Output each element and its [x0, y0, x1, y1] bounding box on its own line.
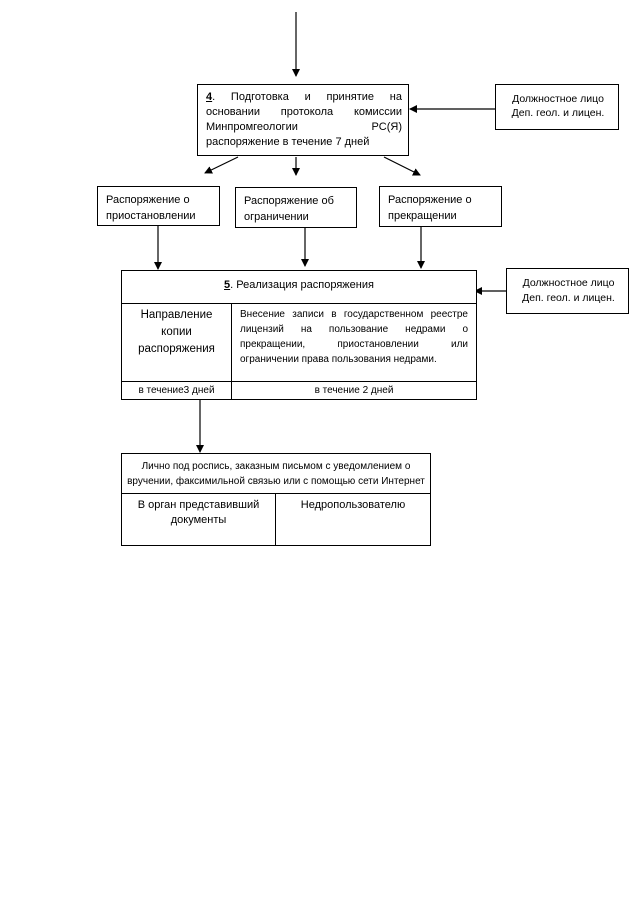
step5-right-line4: ограничении права пользования недрами.: [240, 354, 437, 365]
arrow-step4-to-suspension: [204, 156, 239, 174]
official-top-box: Должностное лицо Деп. геол. и лицен.: [495, 84, 619, 130]
delivery-right: Недропользователю: [300, 499, 406, 511]
step5-right-line3: прекращении, приостановлении или: [240, 339, 468, 350]
arrow-step4-to-termination: [383, 156, 421, 176]
step5-number: 5: [224, 279, 231, 291]
official-top-line2: Деп. геол. и лицен.: [511, 107, 605, 119]
step5-left-line2: копии: [161, 326, 192, 338]
order-termination-box: Распоряжение о прекращении: [379, 186, 502, 227]
order-restriction-box: Распоряжение об ограничении: [235, 187, 357, 228]
official-mid-box: Должностное лицо Деп. геол. и лицен.: [506, 268, 629, 314]
delivery-divider-vertical: [275, 493, 276, 545]
order-suspension-box: Распоряжение о приостановлении: [97, 186, 220, 226]
step4-line2: основании протокола комиссии: [206, 106, 402, 118]
order-suspension-line2: приостановлении: [106, 210, 196, 222]
delivery-left-line1: В орган представивший: [137, 499, 260, 511]
step4-line3: Минпромгеологии РС(Я): [206, 121, 402, 133]
step5-title-text: . Реализация распоряжения: [230, 279, 374, 291]
official-mid-line1: Должностное лицо: [522, 277, 615, 289]
step5-left-line3: распоряжения: [138, 343, 215, 355]
step4-box: 4. Подготовка и принятие на основании пр…: [197, 84, 409, 156]
official-top-line1: Должностное лицо: [512, 93, 604, 105]
step4-number: 4: [206, 91, 213, 103]
order-restriction-line1: Распоряжение об: [244, 195, 334, 207]
step5-divider-top: [122, 303, 476, 304]
delivery-table: Лично под роспись, заказным письмом с ув…: [121, 453, 431, 546]
delivery-left-line2: документы: [170, 514, 227, 526]
delivery-line1: Лично под роспись, заказным письмом с ув…: [141, 461, 411, 472]
step4-line4: распоряжение в течение 7 дней: [206, 136, 370, 148]
step5-left-term: в течение3 дней: [138, 385, 215, 396]
step5-right-line1: Внесение записи в государственном реестр…: [240, 309, 468, 320]
step5-divider-bottom: [122, 381, 476, 382]
order-suspension-line1: Распоряжение о: [106, 194, 190, 206]
official-mid-line2: Деп. геол. и лицен.: [522, 292, 615, 304]
step5-table: 5. Реализация распоряжения Направление к…: [121, 270, 477, 400]
step4-line1: 4. Подготовка и принятие на: [206, 89, 402, 105]
step5-right-line2: лицензий на пользование недрами о: [240, 324, 468, 335]
order-termination-line1: Распоряжение о: [388, 194, 472, 206]
step4-line1-text: . Подготовка и принятие на: [212, 91, 402, 103]
delivery-divider-horizontal: [122, 493, 430, 494]
step5-left-line1: Направление: [140, 309, 213, 321]
order-termination-line2: прекращении: [388, 210, 457, 222]
step5-title: 5. Реализация распоряжения: [122, 277, 476, 293]
order-restriction-line2: ограничении: [244, 211, 309, 223]
delivery-line2: вручении, факсимильной связью или с помо…: [127, 476, 425, 487]
step5-right-term: в течение 2 дней: [314, 385, 394, 396]
step5-divider-vertical: [231, 303, 232, 399]
